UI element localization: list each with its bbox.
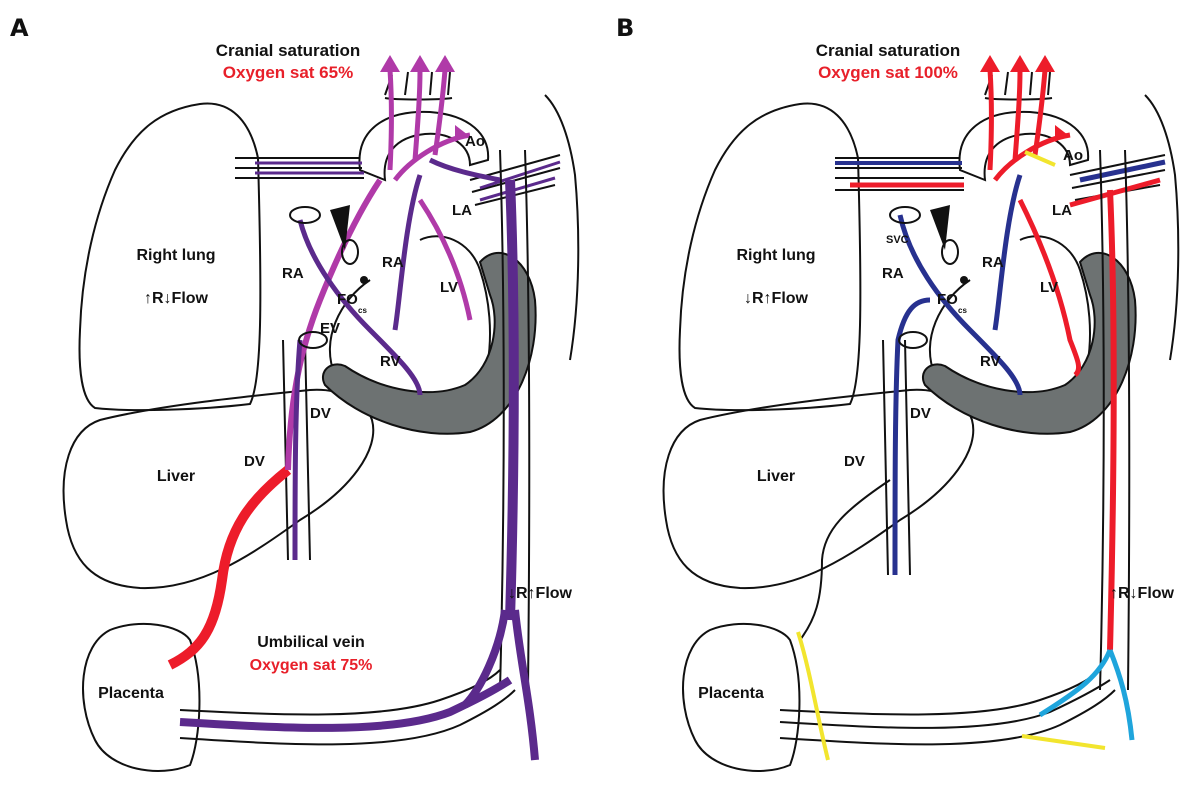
pulmonary-veins-left	[235, 158, 364, 178]
ductus-arteriosus-flow	[430, 160, 500, 180]
cranial-saturation-title: Cranial saturation	[216, 41, 361, 60]
cranial-arrowhead-2	[1010, 55, 1030, 72]
ev-label: EV	[320, 320, 340, 337]
fo-marker	[360, 276, 368, 284]
valve-ellipse	[899, 332, 927, 348]
placenta-label: Placenta	[98, 685, 164, 702]
descending-aorta-flow	[1110, 190, 1114, 650]
cranial-saturation-title: Cranial saturation	[816, 41, 961, 60]
umbilical-arteries	[180, 680, 510, 728]
cs-label: cs	[958, 306, 967, 315]
rv-label: RV	[380, 353, 401, 370]
umbilical-vein-closed	[800, 480, 890, 640]
right-lung-label: Right lung	[736, 247, 815, 264]
crista-dividens	[930, 205, 950, 250]
umbilical-oxygen-sat: Oxygen sat 75%	[250, 657, 373, 674]
cs-label: cs	[358, 306, 367, 315]
descending-aorta-flow	[510, 180, 514, 620]
panel-letter: A	[10, 14, 29, 42]
dv-label-lower: DV	[844, 453, 865, 470]
umbilical-vein-title: Umbilical vein	[257, 634, 365, 651]
valve-ellipse	[890, 207, 920, 223]
ra-label-left: RA	[882, 265, 904, 282]
liver-label: Liver	[157, 468, 195, 485]
ivc-flow	[295, 340, 300, 560]
panel-a: A	[10, 14, 578, 771]
fo-label: FO	[937, 291, 958, 308]
panel-letter: B	[616, 14, 634, 42]
la-label: LA	[1052, 202, 1072, 219]
descending-flow-label: ↑R↓Flow	[1110, 585, 1175, 602]
liver-label: Liver	[757, 468, 795, 485]
dv-label-lower: DV	[244, 453, 265, 470]
cranial-arrowhead-2	[410, 55, 430, 72]
cranial-arrowhead-3	[435, 55, 455, 72]
lung-flow-label: ↓R↑Flow	[744, 290, 809, 307]
pulmonary-trunk-flow	[395, 175, 420, 330]
ra-label-center: RA	[382, 254, 404, 271]
pulmonary-trunk-flow	[995, 175, 1020, 330]
cranial-arrowhead-3	[1035, 55, 1055, 72]
rv-label: RV	[980, 353, 1001, 370]
lv-label: LV	[1040, 279, 1058, 296]
ra-label-center: RA	[982, 254, 1004, 271]
cranial-arrowhead-1	[980, 55, 1000, 72]
fo-label: FO	[337, 291, 358, 308]
dv-label-upper: DV	[910, 405, 931, 422]
cranial-arrowhead-1	[380, 55, 400, 72]
dv-label-upper: DV	[310, 405, 331, 422]
ao-label: Ao	[1063, 147, 1083, 164]
la-label: LA	[452, 202, 472, 219]
pulmonary-vein-flow-right	[1070, 180, 1160, 205]
ao-label: Ao	[465, 133, 485, 150]
ivc-flow	[895, 300, 930, 575]
aortic-arch	[959, 112, 1088, 180]
svc-label: SVC	[886, 234, 909, 246]
ductus-arteriosus-closure	[1025, 152, 1055, 165]
valve-ellipse	[290, 207, 320, 223]
cranial-oxygen-sat: Oxygen sat 100%	[818, 63, 958, 82]
panel-b: B	[616, 14, 1178, 771]
placenta-label: Placenta	[698, 685, 764, 702]
cranial-oxygen-sat: Oxygen sat 65%	[223, 63, 353, 82]
fo-marker	[960, 276, 968, 284]
umbilical-cord-wall-lower	[180, 690, 515, 744]
cranial-flow-lines	[390, 70, 445, 170]
lung-flow-label: ↑R↓Flow	[144, 290, 209, 307]
left-body-contour	[1145, 95, 1178, 360]
lv-label: LV	[440, 279, 458, 296]
umbilical-cord-clamp	[1022, 736, 1105, 748]
left-body-contour	[545, 95, 578, 360]
ra-label-left: RA	[282, 265, 304, 282]
right-lung-label: Right lung	[136, 247, 215, 264]
descending-flow-label: ↓R↑Flow	[508, 585, 573, 602]
